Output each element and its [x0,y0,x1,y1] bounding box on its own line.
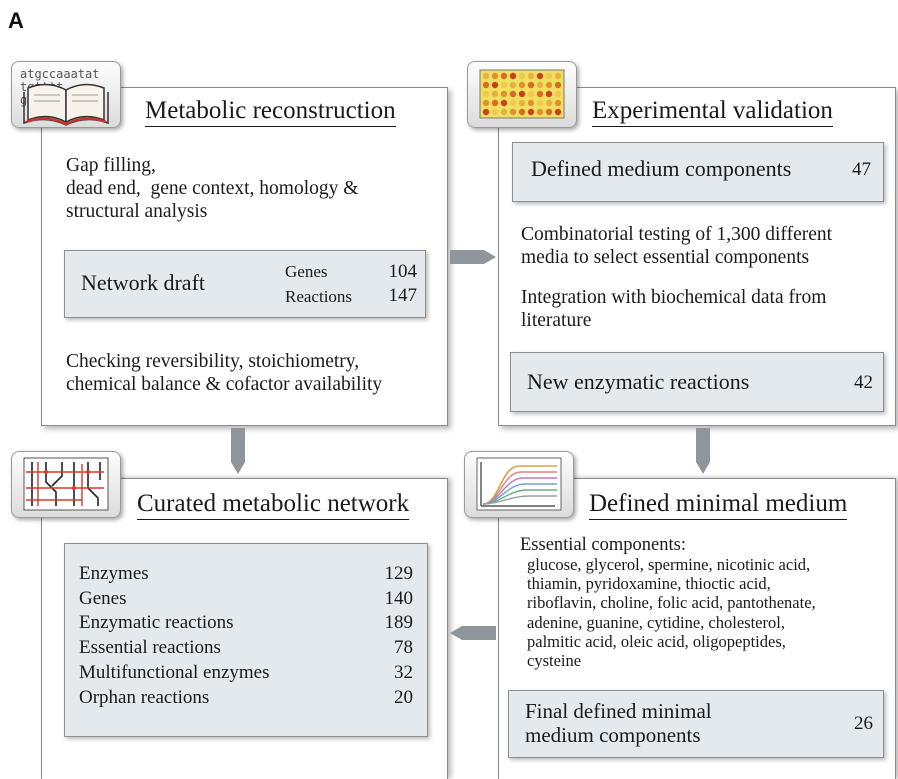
final-components-box: Final defined minimal medium components … [508,690,884,758]
minimal-title: Defined minimal medium [589,490,848,520]
well [536,72,544,80]
reconstruction-title: Metabolic reconstruction [145,97,396,127]
stat-label: Multifunctional enzymes [79,661,270,683]
validation-title: Experimental validation [592,97,833,127]
stat-value: 129 [384,563,414,584]
well [527,90,535,98]
well [482,108,490,116]
well-plate-icon [467,61,577,128]
checking-text: Checking reversibility, stoichiometry, c… [66,351,383,395]
stat-label: Enzymes [79,563,149,584]
well [518,72,526,80]
arrow-down-right [693,428,713,474]
defined-medium-value: 47 [852,159,871,180]
well [554,81,562,89]
well [545,90,553,98]
well [491,81,499,89]
well [527,99,535,107]
stat-label: Genes [79,587,127,609]
stat-value: 189 [384,612,414,634]
stat-row-multifunctional-enzymes: Multifunctional enzymes 32 [79,661,413,686]
well [509,90,517,98]
final-components-value: 26 [854,713,873,734]
well [527,81,535,89]
network-draft-box: Network draft Genes 104 Reactions 147 [64,250,426,318]
defined-medium-label: Defined medium components [531,156,792,181]
well [491,108,499,116]
well [518,81,526,89]
stat-row-essential-reactions: Essential reactions 78 [79,636,413,661]
well [509,72,517,80]
well [500,81,508,89]
well [545,99,553,107]
new-reactions-value: 42 [854,372,873,393]
stat-value: 32 [394,661,413,683]
curated-title: Curated metabolic network [137,490,410,520]
well [500,108,508,116]
panel-label: A [8,8,24,33]
well [545,72,553,80]
well [536,90,544,98]
essential-heading: Essential components: [520,535,686,555]
well [518,90,526,98]
well [518,99,526,107]
well [491,90,499,98]
stat-label: Enzymatic reactions [79,612,234,634]
draft-genes-value: 104 [388,261,418,282]
stat-row-orphan-reactions: Orphan reactions 20 [79,686,413,711]
integration-text: Integration with biochemical data from l… [521,287,827,331]
well [509,108,517,116]
stat-value: 140 [384,587,414,609]
stat-value: 20 [394,686,413,708]
well [554,99,562,107]
essential-list: glucose, glycerol, spermine, nicotinic a… [527,555,816,671]
well [536,99,544,107]
growth-curve-icon [464,451,574,518]
combinatorial-text: Combinatorial testing of 1,300 different… [521,224,833,268]
new-reactions-box: New enzymatic reactions 42 [510,352,884,412]
well [554,108,562,116]
well [491,72,499,80]
stat-row-enzymatic-reactions: Enzymatic reactions 189 [79,611,413,636]
new-reactions-label: New enzymatic reactions [527,369,750,394]
well [500,72,508,80]
defined-medium-box: Defined medium components 47 [512,142,884,202]
well [536,108,544,116]
well [545,108,553,116]
well [482,72,490,80]
network-map-icon [11,451,121,518]
well [509,81,517,89]
gap-filling-text: Gap filling, dead end, gene context, hom… [66,155,359,222]
final-components-label: Final defined minimal medium components [525,699,712,747]
well [482,81,490,89]
well [518,108,526,116]
well [527,72,535,80]
stat-label: Orphan reactions [79,686,210,708]
stat-label: Essential reactions [79,637,221,659]
well [500,90,508,98]
well [536,81,544,89]
well [482,99,490,107]
curated-stats-box: Enzymes 129 Genes 140 Enzymatic reaction… [64,543,428,737]
well [509,99,517,107]
well [500,99,508,107]
curated-stats-list: Enzymes 129 Genes 140 Enzymatic reaction… [79,562,413,710]
well [554,90,562,98]
well [545,81,553,89]
arrow-left [450,624,496,642]
well [482,90,490,98]
draft-reactions-label: Reactions [285,287,353,306]
stat-row-genes: Genes 140 [79,587,413,612]
well [491,99,499,107]
well [554,72,562,80]
arrow-right [450,248,496,266]
network-draft-label: Network draft [81,270,206,295]
book-sequence-icon: atgccaaatat tgtttt ga [11,61,121,128]
stat-row-enzymes: Enzymes 129 [79,562,413,587]
draft-reactions-value: 147 [388,285,418,306]
well [527,108,535,116]
draft-genes-label: Genes [285,262,328,281]
stat-value: 78 [394,637,413,659]
arrow-down-left [228,428,248,474]
